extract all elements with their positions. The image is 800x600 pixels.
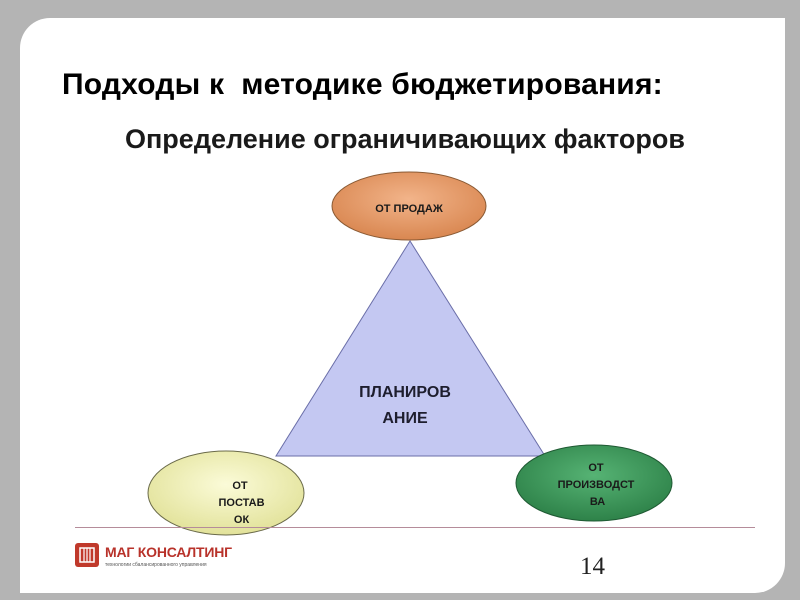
sales-node <box>331 171 487 241</box>
production-label: ОТ ПРОИЗВОДСТ ВА <box>557 462 635 509</box>
planning-label: ПЛАНИРОВ АНИЕ <box>359 384 451 427</box>
slide-subtitle: Определение ограничивающих факторов <box>125 124 685 154</box>
page-number: 14 <box>580 553 605 580</box>
footer-divider <box>75 527 755 528</box>
company-logo: МАГ КОНСАЛТИНГ технологии сбалансированн… <box>75 543 245 573</box>
logo-tagline: технологии сбалансированного управления <box>105 562 207 568</box>
slide-title: Подходы к методике бюджетирования: <box>62 68 663 101</box>
supplies-label: ОТ ПОСТАВ ОК <box>218 480 265 527</box>
sales-label: ОТ ПРОДАЖ <box>375 203 443 215</box>
logo-name: МАГ КОНСАЛТИНГ <box>105 544 232 560</box>
supplies-node <box>147 450 305 536</box>
production-node <box>515 444 673 522</box>
planning-triangle <box>275 240 546 457</box>
logo-mark-icon <box>75 543 99 567</box>
